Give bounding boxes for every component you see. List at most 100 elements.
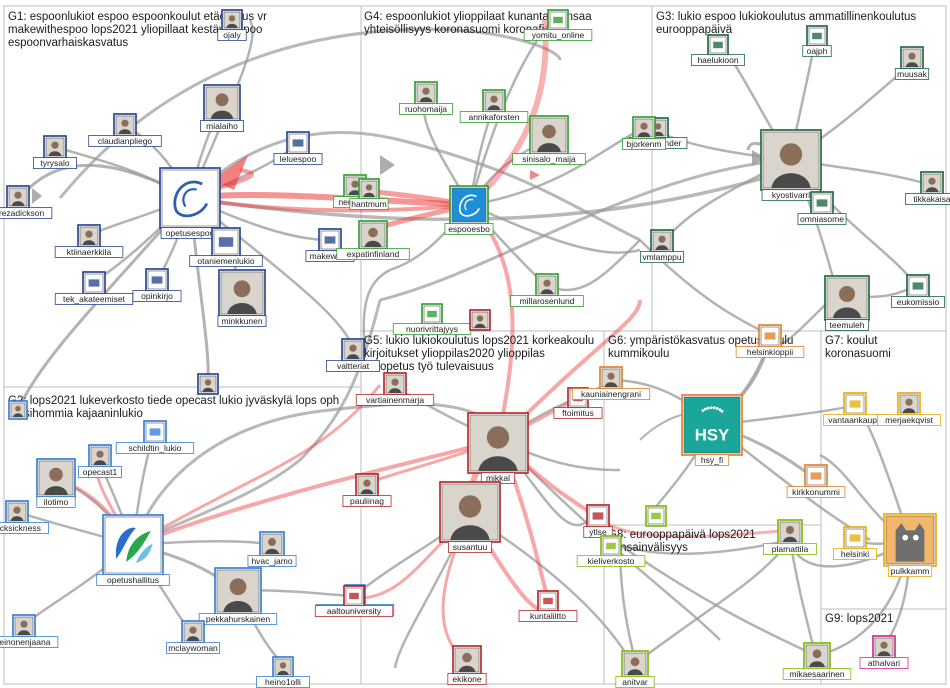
node-mikaesaarinen[interactable]: mikaesaarinen bbox=[782, 642, 852, 680]
node-otaniemenlukio[interactable]: otaniemenlukio bbox=[189, 227, 263, 267]
node-tikkakaisa[interactable]: tikkakaisa bbox=[905, 171, 950, 205]
node-pulkkamm[interactable]: pulkkamm bbox=[883, 513, 937, 577]
node-g1small[interactable] bbox=[197, 373, 219, 395]
node-mialaiho[interactable]: mialaiho bbox=[199, 84, 244, 132]
node-yle[interactable]: ytlse bbox=[583, 504, 613, 538]
node-pauliinag[interactable]: pauliinag bbox=[342, 473, 392, 507]
node-ilotimo[interactable]: ilotimo bbox=[36, 458, 76, 508]
node-g2small[interactable] bbox=[8, 400, 28, 420]
node-schildtin_lukio[interactable]: schildtin_lukio bbox=[115, 420, 195, 454]
node-kuntaliitto[interactable]: kuntaliitto bbox=[518, 590, 578, 622]
avatar-head bbox=[279, 662, 287, 669]
node-anitvar[interactable]: anitvar bbox=[615, 650, 655, 688]
avatar-body bbox=[540, 289, 554, 294]
node-opinkirjo[interactable]: opinkirjo bbox=[132, 268, 182, 302]
node-minkkunen[interactable]: minkkunen bbox=[217, 269, 267, 327]
node-ekikone[interactable]: ekikone bbox=[447, 645, 487, 685]
node-leinonenjaana[interactable]: leinonenjaana bbox=[0, 614, 59, 648]
node-mclaywoman[interactable]: mclaywoman bbox=[166, 620, 220, 654]
node-kyostivarrl[interactable]: kyostivarrl bbox=[760, 129, 822, 201]
node-pekkahurskainen[interactable]: pekkahurskainen bbox=[198, 567, 278, 625]
logo-icon bbox=[320, 230, 340, 250]
node-valtteria[interactable]: valtteriat bbox=[326, 338, 380, 372]
node-claudianpliego[interactable]: claudianpliego bbox=[88, 113, 162, 147]
node-kirkkonummi[interactable]: kirkkonummi bbox=[786, 464, 846, 498]
node-g8small[interactable] bbox=[645, 505, 667, 527]
node-heino1olli[interactable]: heino1olli bbox=[256, 656, 310, 688]
node-kauniainengrani[interactable]: kauniainengrani bbox=[571, 366, 651, 400]
node-label: helsinkioppii bbox=[747, 347, 793, 357]
node-mikkal[interactable]: mikkal bbox=[467, 412, 529, 484]
avatar-icon bbox=[454, 647, 480, 673]
node-merjaekqvist[interactable]: merjaekqvist bbox=[877, 392, 941, 426]
node-kieliverkosto[interactable]: kieliverkosto bbox=[576, 535, 646, 567]
node-nuorivrittajyys[interactable]: nuorivrittajyys bbox=[392, 303, 472, 335]
node-tek_akateemiset[interactable]: tek_akateemiset bbox=[54, 271, 134, 305]
node-label: leluespoo bbox=[280, 154, 317, 164]
node-ruohomaija[interactable]: ruohomaija bbox=[399, 81, 453, 115]
icon-bg bbox=[451, 187, 487, 223]
avatar-icon bbox=[471, 311, 489, 329]
node-thehantmum[interactable]: hantmum bbox=[349, 178, 389, 210]
node-label: tyrysalo bbox=[40, 158, 70, 168]
node-eukomissio[interactable]: eukomissio bbox=[891, 274, 945, 308]
node-opetusespoo[interactable]: opetusespoo bbox=[159, 167, 221, 239]
avatar-icon bbox=[10, 402, 26, 418]
node-opecast1[interactable]: opecast1 bbox=[78, 444, 123, 478]
node-hvac_jamo[interactable]: hvac_jamo bbox=[247, 531, 297, 567]
node-label-bg bbox=[132, 290, 182, 302]
node-muusak[interactable]: muusak bbox=[894, 46, 930, 80]
node-yomituonline[interactable]: yomitu_online bbox=[523, 9, 593, 41]
node-leluespoo[interactable]: leluespoo bbox=[273, 131, 323, 165]
node-athalvari[interactable]: athalvari bbox=[859, 635, 909, 669]
node-opetushallitus[interactable]: opetushallitus bbox=[96, 514, 170, 586]
edge-strong bbox=[498, 299, 642, 442]
node-aaltouniversity[interactable]: aaltouniversity bbox=[314, 585, 394, 617]
node-omniasome[interactable]: omniasome bbox=[797, 191, 847, 225]
node-plamattila[interactable]: plamattila bbox=[763, 519, 817, 555]
node-ojaly[interactable]: ojaly bbox=[217, 9, 247, 41]
node-helsinkioppii[interactable]: helsinkioppii bbox=[735, 324, 805, 358]
node-makewithespoo[interactable]: makewithe bbox=[305, 228, 355, 262]
node-label-bg bbox=[0, 207, 53, 219]
node-bjorkenm[interactable]: bjorkenm bbox=[622, 116, 667, 150]
node-vartiainenmarja[interactable]: vartiainenmarja bbox=[355, 372, 435, 406]
node-label-bg bbox=[459, 111, 529, 123]
node-label-bg bbox=[166, 642, 220, 654]
node-vmlamppu[interactable]: vmlamppu bbox=[640, 229, 685, 263]
avatar-head bbox=[228, 15, 236, 22]
edge bbox=[788, 539, 817, 656]
node-label: tikkakaisa bbox=[913, 194, 950, 204]
node-g5small[interactable] bbox=[469, 309, 491, 331]
node-annikaforsten[interactable]: annikaforsten bbox=[459, 89, 529, 123]
node-label: pekkahurskainen bbox=[206, 614, 271, 624]
node-ktiinaerkkila[interactable]: ktiinaerkkila bbox=[54, 224, 124, 258]
node-helsinki[interactable]: helsinki bbox=[833, 526, 878, 560]
node-teemuleh[interactable]: teemuleh bbox=[824, 275, 870, 331]
node-terezadickson[interactable]: terezadickson bbox=[0, 185, 53, 219]
node-oajph[interactable]: oajph bbox=[802, 25, 832, 57]
node-expatinfinland[interactable]: expatinfinland bbox=[336, 220, 410, 260]
logo-mark bbox=[849, 534, 861, 542]
node-millarosenlund[interactable]: millarosenlund bbox=[510, 273, 584, 307]
avatar-body bbox=[346, 354, 360, 359]
node-susantuu[interactable]: susantuu bbox=[439, 481, 501, 553]
avatar-head bbox=[215, 93, 229, 107]
node-espooesbo[interactable]: espooesbo bbox=[444, 185, 494, 235]
edge bbox=[499, 439, 721, 641]
node-sinisalo_maija[interactable]: sinisalo_maija bbox=[512, 115, 586, 165]
arrowhead bbox=[530, 170, 540, 180]
node-jacksickness[interactable]: jacksickness bbox=[0, 500, 49, 534]
node-label-bg bbox=[0, 636, 59, 648]
avatar-head bbox=[20, 620, 28, 628]
hsy-dot bbox=[720, 409, 724, 413]
logo-icon bbox=[147, 270, 167, 290]
logo-mark bbox=[292, 139, 304, 147]
node-label: haelukioon bbox=[697, 55, 738, 65]
node-haelukioon[interactable]: haelukioon bbox=[691, 34, 745, 66]
node-label: annikaforsten bbox=[468, 112, 519, 122]
avatar-icon bbox=[416, 83, 436, 103]
node-tyrysalo[interactable]: tyrysalo bbox=[33, 135, 78, 169]
